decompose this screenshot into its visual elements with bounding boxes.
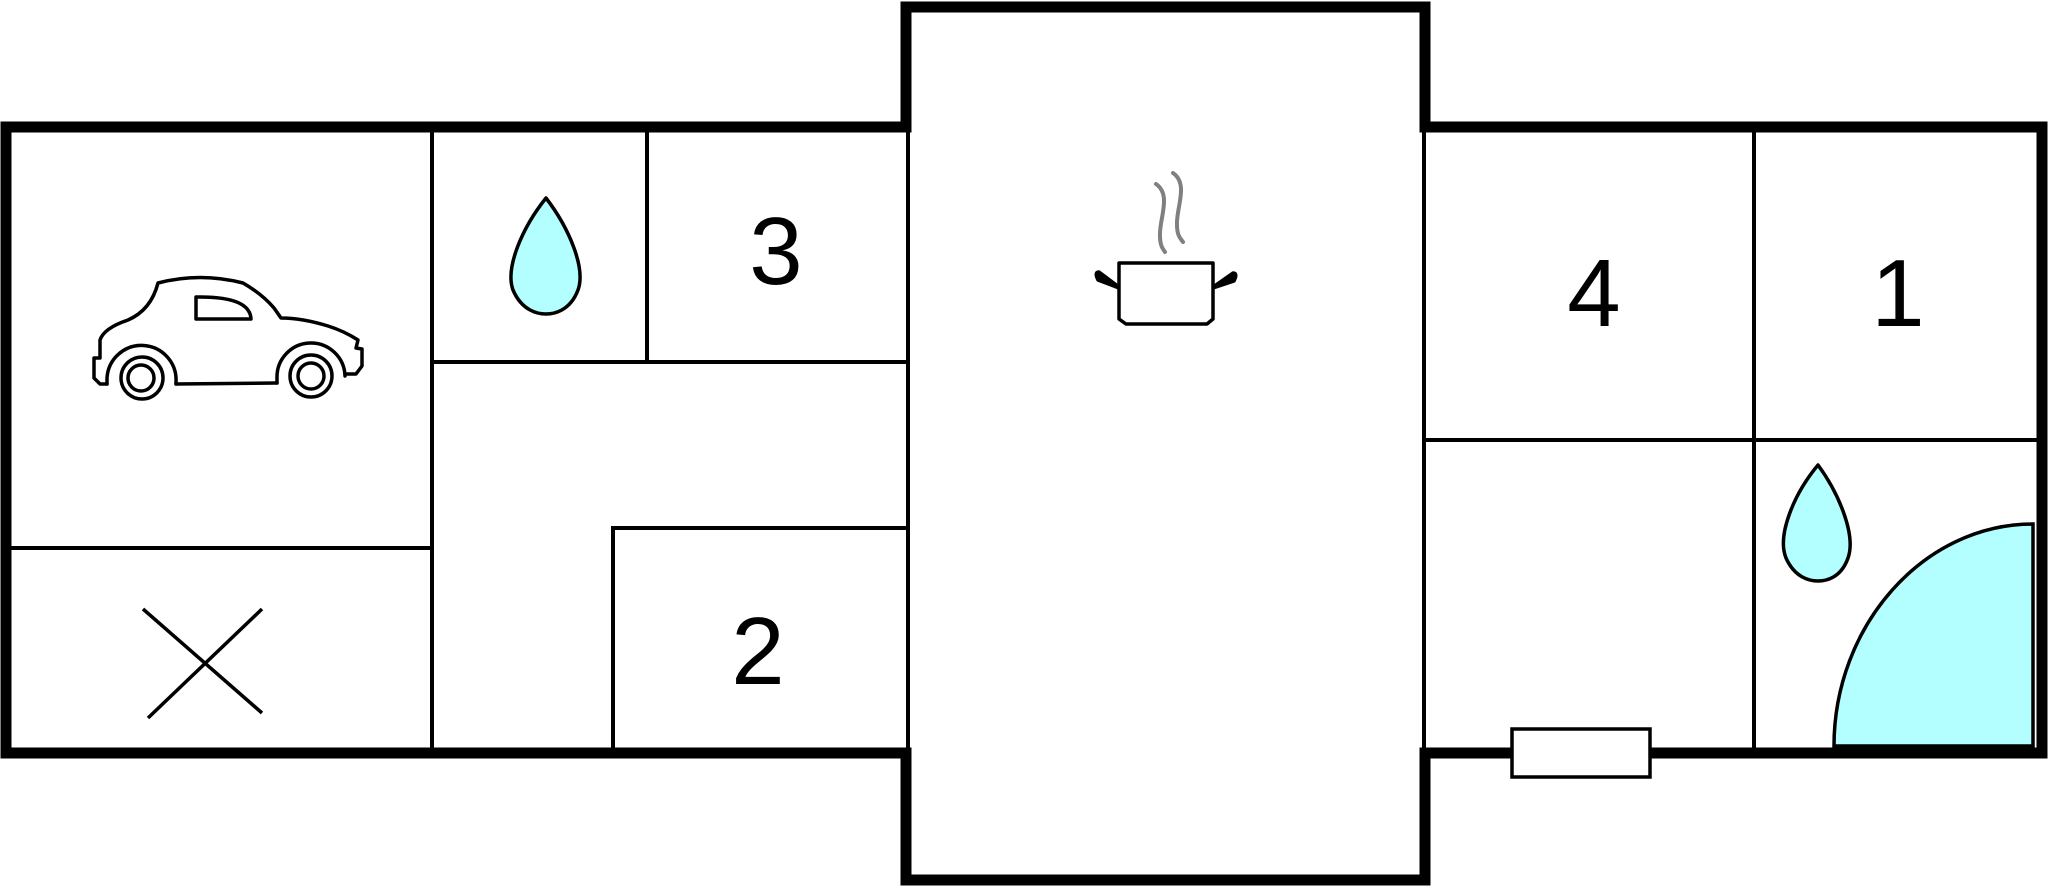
interior-walls <box>6 127 2042 753</box>
water-drop-icon <box>1781 463 1852 583</box>
exterior-wall-center-top <box>900 1 1431 133</box>
room-number-2: 2 <box>731 598 784 705</box>
exterior-wall-center-bottom <box>900 747 1431 886</box>
window-frame <box>1510 727 1652 779</box>
water-drop-icon <box>509 196 582 316</box>
shower-icon <box>1832 522 2035 748</box>
cooking-pot-icon <box>1094 171 1238 326</box>
room-number-3: 3 <box>749 198 802 305</box>
room-number-1: 1 <box>1871 240 1924 347</box>
cross-mark-icon <box>141 607 264 720</box>
car-icon <box>92 275 364 401</box>
room-number-4: 4 <box>1567 240 1620 347</box>
exterior-wall-left-wing <box>0 121 912 759</box>
wall-bedroom-2 <box>611 526 908 753</box>
